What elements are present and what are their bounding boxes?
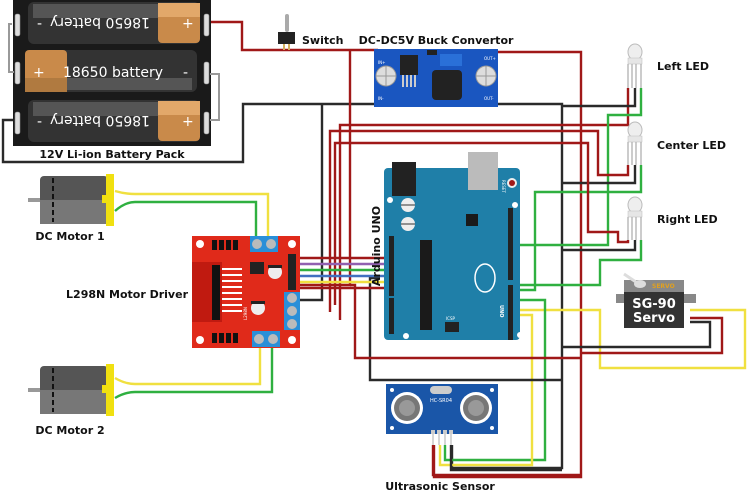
motor-driver-label: L298N Motor Driver [66, 288, 189, 301]
left-led: Left LED [627, 43, 709, 88]
wire-battery-negative [1, 102, 378, 164]
wire-servo-signal [515, 308, 747, 370]
buck-converter-label: DC-DC5V Buck Convertor [359, 34, 514, 47]
wire-left-led-gnd [562, 88, 637, 108]
wire-sensor-gnd [449, 445, 562, 472]
battery-contacts [14, 13, 210, 135]
dc-motor-2: DC Motor 2 [28, 364, 114, 437]
reset-button[interactable] [509, 180, 515, 186]
battery-cell-1: 18650 battery - + [28, 2, 200, 44]
sg90-servo: SERVO SG-90 Servo [616, 272, 696, 328]
wire-arduino-gnd [368, 276, 562, 382]
wire-motor2-yellow [114, 342, 262, 386]
toggle-switch[interactable]: Switch [278, 14, 343, 50]
wire-sensor-echo [438, 313, 534, 467]
wire-ground-to-driver [300, 104, 324, 302]
wire-center-led-green [515, 165, 643, 292]
motor-1-label: DC Motor 1 [35, 230, 104, 243]
wire-sensor-trig [443, 298, 547, 462]
arduino-logo-text: UNO [498, 305, 504, 318]
pin-in-minus: IN- [378, 96, 384, 101]
battery-pack: 18650 battery - + 18650 battery + - 1865… [8, 0, 220, 161]
terminal-out3-out4 [252, 331, 280, 347]
servo-label-line2: Servo [633, 311, 675, 326]
control-header [288, 254, 296, 290]
wire-battery-positive [210, 20, 378, 52]
wire-center-led-red [328, 129, 630, 312]
battery-cell-3: 18650 battery - + [28, 100, 200, 142]
minus-sign: - [37, 114, 42, 130]
wire-servo-power [581, 316, 724, 355]
right-led-label: Right LED [657, 213, 718, 226]
wire-12v-to-driver [300, 50, 352, 287]
terminal-out1-out2 [250, 236, 278, 252]
wire-motor1-yellow [114, 189, 270, 240]
arduino-label: Arduino UNO [370, 206, 383, 286]
minus-sign: - [183, 65, 188, 81]
servo-label-line1: SG-90 [632, 297, 676, 312]
wire-left-led-green [515, 88, 643, 247]
switch-lever[interactable] [285, 14, 289, 32]
pin-out-plus: OUT+ [484, 56, 496, 61]
ultrasonic-sensor: HC-SR04 Ultrasonic Sensor [385, 384, 581, 493]
battery-cell-2-label: 18650 battery [63, 65, 163, 81]
plus-sign: + [182, 114, 194, 130]
plus-sign: + [33, 65, 45, 81]
ultrasonic-label: Ultrasonic Sensor [385, 480, 495, 493]
pin-out-minus: OUT- [484, 96, 494, 101]
plus-sign: + [182, 16, 194, 32]
battery-pack-label: 12V Li-ion Battery Pack [39, 148, 185, 161]
sensor-model: HC-SR04 [430, 398, 452, 404]
dc-motor-1: DC Motor 1 [28, 174, 114, 243]
battery-cell-2: 18650 battery + - [25, 50, 197, 92]
reset-label: RESET [501, 180, 506, 193]
wire-arduino-vin [350, 283, 581, 360]
left-led-label: Left LED [657, 60, 709, 73]
icsp-label: ICSP [446, 316, 456, 321]
wire-sensor-vcc [431, 445, 581, 477]
minus-sign: - [37, 16, 42, 32]
buck-converter: DC-DC5V Buck Convertor IN+ IN- OUT+ OUT- [359, 34, 514, 107]
pin-in-plus: IN+ [378, 60, 386, 65]
wire-center-led-gnd [562, 165, 637, 185]
motor-2-label: DC Motor 2 [35, 424, 104, 437]
chip-label: L298N [243, 307, 248, 320]
right-led: Right LED [627, 196, 718, 240]
wire-right-led-red [333, 141, 630, 305]
battery-cell-3-label: 18650 battery [50, 112, 150, 128]
servo-brand: SERVO [652, 283, 675, 290]
terminal-power [284, 292, 300, 330]
l298n-motor-driver: L298N L298N Motor Driver [66, 236, 300, 348]
switch-label: Switch [302, 34, 343, 47]
wire-right-led-gnd [562, 240, 637, 252]
wire-servo-gnd [562, 320, 712, 349]
wire-motor1-green [114, 200, 258, 240]
center-led: Center LED [627, 121, 726, 165]
wire-motor2-green [114, 342, 274, 400]
wire-right-led-green [515, 240, 643, 287]
arduino-uno: UNO RESET ICSP Arduino UNO [370, 152, 523, 340]
battery-cell-1-label: 18650 battery [50, 14, 150, 30]
center-led-label: Center LED [657, 139, 726, 152]
